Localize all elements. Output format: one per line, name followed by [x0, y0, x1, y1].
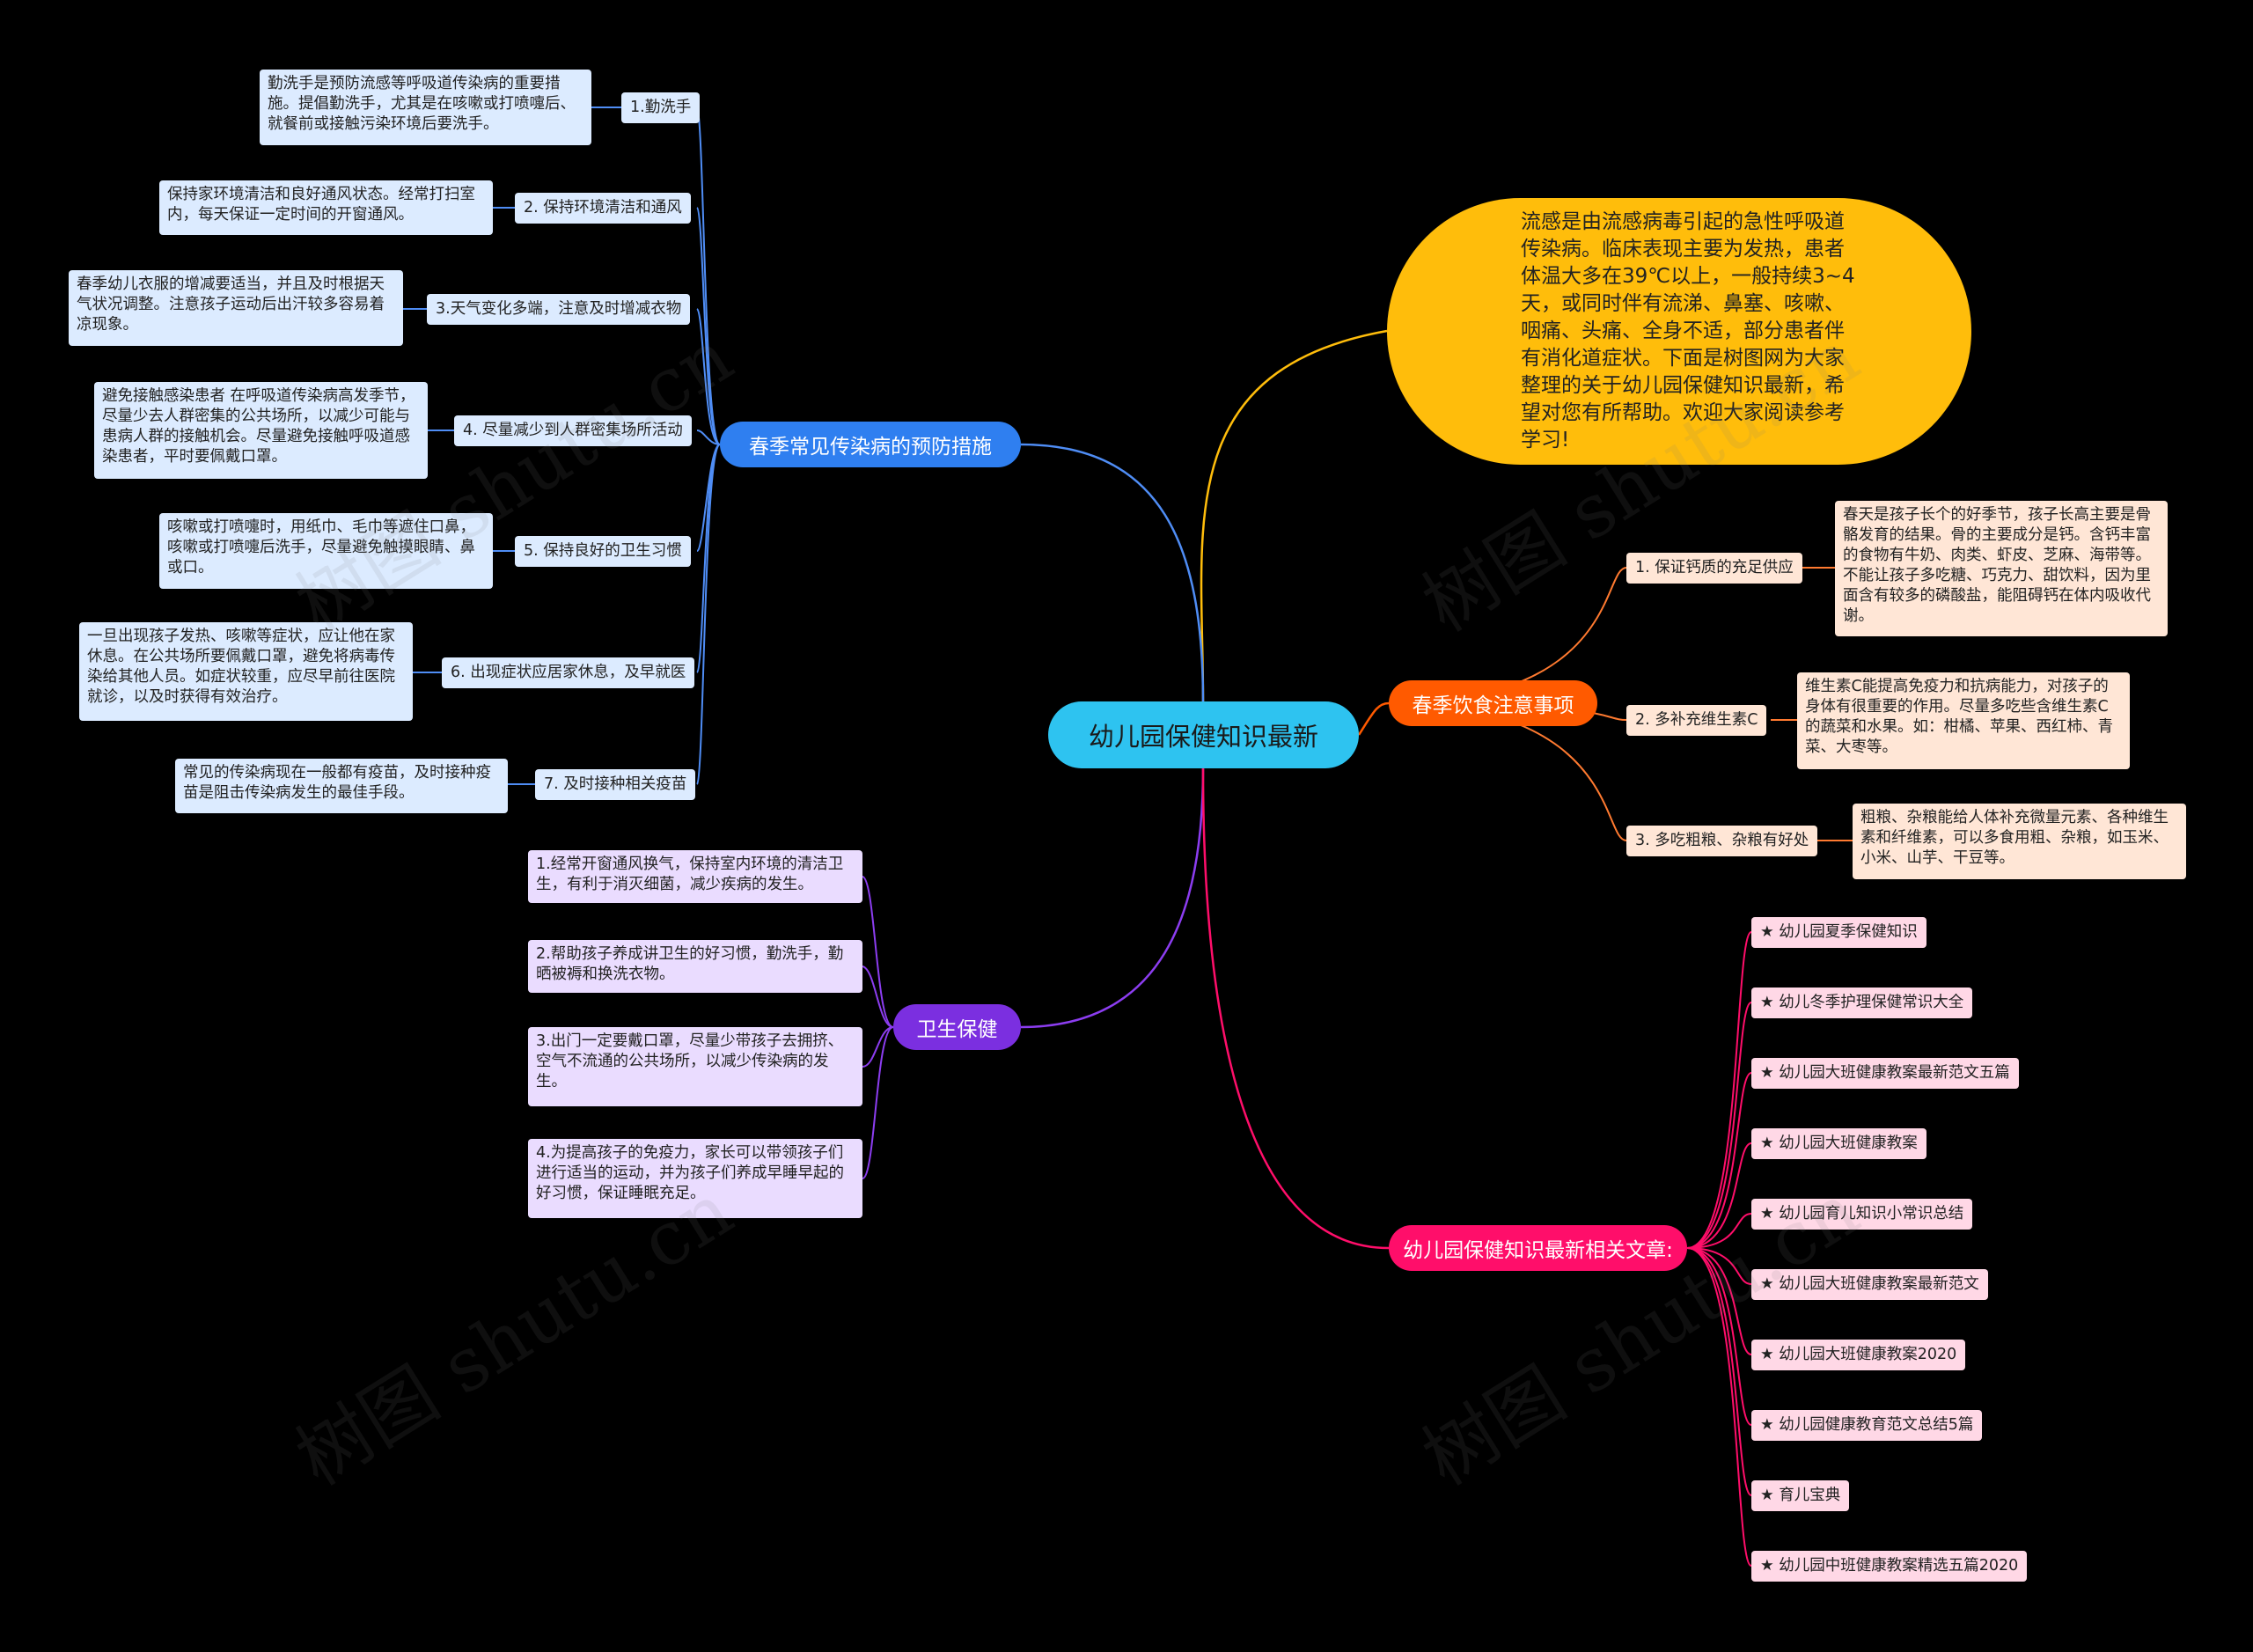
- branch-prevention[interactable]: 春季常见传染病的预防措施: [720, 422, 1021, 467]
- intro-bubble[interactable]: 流感是由流感病毒引起的急性呼吸道传染病。临床表现主要为发热，患者体温大多在39℃…: [1387, 198, 1971, 465]
- prevention-detail-7[interactable]: 常见的传染病现在一般都有疫苗，及时接种疫苗是阻击传染病发生的最佳手段。: [175, 759, 508, 813]
- prevention-item-3[interactable]: 3.天气变化多端，注意及时增减衣物: [427, 294, 691, 325]
- related-article-6[interactable]: ★ 幼儿园大班健康教案最新范文: [1751, 1269, 1988, 1300]
- branch-related-articles[interactable]: 幼儿园保健知识最新相关文章:: [1389, 1225, 1687, 1271]
- prevention-detail-3[interactable]: 春季幼儿衣服的增减要适当，并且及时根据天气状况调整。注意孩子运动后出汗较多容易着…: [69, 270, 403, 346]
- hygiene-item-3[interactable]: 3.出门一定要戴口罩，尽量少带孩子去拥挤、空气不流通的公共场所，以减少传染病的发…: [528, 1027, 862, 1106]
- related-article-4[interactable]: ★ 幼儿园大班健康教案: [1751, 1128, 1926, 1159]
- prevention-item-1[interactable]: 1.勤洗手: [621, 92, 701, 123]
- diet-item-1[interactable]: 1. 保证钙质的充足供应: [1626, 553, 1802, 584]
- prevention-item-6[interactable]: 6. 出现症状应居家休息，及早就医: [442, 657, 695, 688]
- diet-detail-1[interactable]: 春天是孩子长个的好季节，孩子长高主要是骨骼发育的结果。骨的主要成分是钙。含钙丰富…: [1835, 501, 2168, 636]
- intro-text: 流感是由流感病毒引起的急性呼吸道传染病。临床表现主要为发热，患者体温大多在39℃…: [1521, 210, 1855, 452]
- related-article-2[interactable]: ★ 幼儿冬季护理保健常识大全: [1751, 988, 1973, 1018]
- diet-item-3[interactable]: 3. 多吃粗粮、杂粮有好处: [1626, 826, 1818, 856]
- related-article-9[interactable]: ★ 育儿宝典: [1751, 1480, 1850, 1511]
- related-article-7[interactable]: ★ 幼儿园大班健康教案2020: [1751, 1340, 1966, 1370]
- prevention-item-5[interactable]: 5. 保持良好的卫生习惯: [515, 536, 691, 567]
- prevention-item-4[interactable]: 4. 尽量减少到人群密集场所活动: [454, 415, 692, 446]
- prevention-detail-4[interactable]: 避免接触感染患者 在呼吸道传染病高发季节，尽量少去人群密集的公共场所，以减少可能…: [94, 382, 428, 479]
- related-article-3[interactable]: ★ 幼儿园大班健康教案最新范文五篇: [1751, 1058, 2019, 1089]
- branch-hygiene[interactable]: 卫生保健: [893, 1004, 1021, 1050]
- diet-detail-2[interactable]: 维生素C能提高免疫力和抗病能力，对孩子的身体有很重要的作用。尽量多吃些含维生素C…: [1797, 672, 2130, 769]
- prevention-detail-2[interactable]: 保持家环境清洁和良好通风状态。经常打扫室内，每天保证一定时间的开窗通风。: [159, 180, 493, 235]
- diet-item-2[interactable]: 2. 多补充维生素C: [1626, 705, 1767, 736]
- related-article-8[interactable]: ★ 幼儿园健康教育范文总结5篇: [1751, 1410, 1983, 1441]
- prevention-item-2[interactable]: 2. 保持环境清洁和通风: [515, 193, 691, 224]
- prevention-detail-6[interactable]: 一旦出现孩子发热、咳嗽等症状，应让他在家休息。在公共场所要佩戴口罩，避免将病毒传…: [79, 622, 413, 721]
- hygiene-item-4[interactable]: 4.为提高孩子的免疫力，家长可以带领孩子们进行适当的运动，并为孩子们养成早睡早起…: [528, 1139, 862, 1218]
- central-topic[interactable]: 幼儿园保健知识最新: [1048, 701, 1359, 768]
- diet-detail-3[interactable]: 粗粮、杂粮能给人体补充微量元素、各种维生素和纤维素，可以多食用粗、杂粮，如玉米、…: [1853, 804, 2186, 879]
- hygiene-item-2[interactable]: 2.帮助孩子养成讲卫生的好习惯，勤洗手，勤晒被褥和换洗衣物。: [528, 940, 862, 993]
- branch-diet[interactable]: 春季饮食注意事项: [1389, 680, 1597, 726]
- related-article-10[interactable]: ★ 幼儿园中班健康教案精选五篇2020: [1751, 1551, 2028, 1582]
- prevention-detail-1[interactable]: 勤洗手是预防流感等呼吸道传染病的重要措施。提倡勤洗手，尤其是在咳嗽或打喷嚏后、就…: [260, 70, 591, 145]
- related-article-1[interactable]: ★ 幼儿园夏季保健知识: [1751, 917, 1926, 948]
- prevention-item-7[interactable]: 7. 及时接种相关疫苗: [535, 769, 696, 800]
- hygiene-item-1[interactable]: 1.经常开窗通风换气，保持室内环境的清洁卫生，有利于消灭细菌，减少疾病的发生。: [528, 850, 862, 903]
- related-article-5[interactable]: ★ 幼儿园育儿知识小常识总结: [1751, 1199, 1973, 1230]
- prevention-detail-5[interactable]: 咳嗽或打喷嚏时，用纸巾、毛巾等遮住口鼻，咳嗽或打喷嚏后洗手，尽量避免触摸眼睛、鼻…: [159, 513, 493, 589]
